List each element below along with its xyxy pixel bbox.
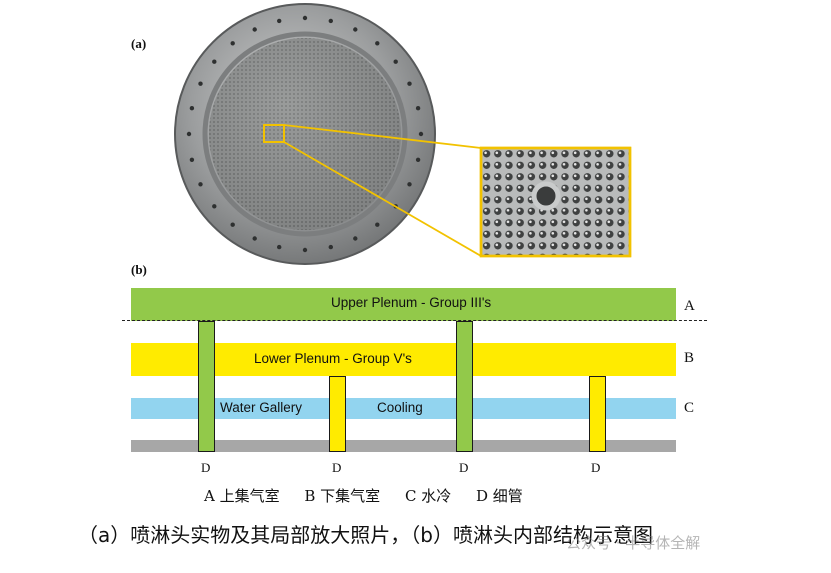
figure-caption: （a）喷淋头实物及其局部放大照片，（b）喷淋头内部结构示意图 <box>78 523 653 547</box>
dashed-separator <box>122 320 707 321</box>
bolt-hole <box>252 27 257 32</box>
band-letter-a: A <box>684 298 695 314</box>
bolt-hole <box>328 18 333 24</box>
zoom-connector-bottom <box>283 141 482 257</box>
tube-yellow-right <box>589 376 606 452</box>
bolt-hole <box>198 81 203 86</box>
bolt-hole <box>212 204 217 209</box>
lower-plenum-label: Lower Plenum - Group V's <box>254 351 412 366</box>
upper-plenum-label: Upper Plenum - Group III's <box>331 295 492 310</box>
watermark: 公众号 · 半导体全解 <box>566 534 701 552</box>
highlight-box <box>263 124 285 143</box>
bolt-hole <box>198 182 203 187</box>
bolt-hole <box>277 18 282 24</box>
bolt-hole <box>277 244 282 250</box>
legend-item-b: B 下集气室 <box>304 487 381 505</box>
bolt-hole <box>302 247 308 253</box>
base-plate <box>131 440 676 452</box>
tube-yellow-middle <box>329 376 346 452</box>
upper-plenum-band <box>131 288 676 321</box>
bolt-hole <box>302 15 308 21</box>
bolt-hole <box>186 131 192 137</box>
bolt-hole <box>353 236 358 241</box>
showerhead-rim <box>202 31 408 237</box>
bolt-hole <box>328 244 333 250</box>
bolt-hole <box>393 59 398 64</box>
bolt-hole <box>353 27 358 32</box>
bolt-hole <box>230 41 235 46</box>
band-letter-b: B <box>684 350 695 366</box>
lower-plenum-band <box>131 343 676 376</box>
bolt-hole <box>375 222 380 227</box>
tube-green-left <box>198 321 215 452</box>
bolt-hole <box>415 106 421 111</box>
legend: A 上集气室 B 下集气室 C 水冷 D 细管 <box>204 485 543 506</box>
tube-label-3: D <box>459 460 469 475</box>
water-gallery-band <box>131 398 676 419</box>
bolt-hole <box>189 106 195 111</box>
bolt-hole <box>189 157 195 162</box>
zoom-connector-top <box>283 124 482 149</box>
bolt-hole <box>418 131 424 137</box>
bolt-hole <box>252 236 257 241</box>
panel-b-label: (b) <box>131 262 147 277</box>
tube-label-1: D <box>201 460 211 475</box>
legend-item-c: C 水冷 <box>404 487 452 505</box>
water-gallery-label: Water Gallery <box>220 400 303 415</box>
panel-a-label: (a) <box>131 36 147 51</box>
bolt-hole <box>212 59 217 64</box>
cooling-label: Cooling <box>377 400 423 415</box>
tube-green-right <box>456 321 473 452</box>
legend-item-a: A 上集气室 <box>204 487 280 505</box>
band-letter-c: C <box>684 400 695 416</box>
legend-item-d: D 细管 <box>476 487 523 505</box>
bolt-hole <box>407 81 412 86</box>
showerhead-photo <box>174 3 632 265</box>
bolt-hole <box>415 157 421 162</box>
bolt-hole <box>407 182 412 187</box>
bolt-hole <box>230 222 235 227</box>
bolt-holes <box>186 15 424 253</box>
tube-label-2: D <box>332 460 342 475</box>
zoom-center-port <box>531 181 561 211</box>
tube-label-4: D <box>591 460 601 475</box>
bolt-hole <box>375 41 380 46</box>
